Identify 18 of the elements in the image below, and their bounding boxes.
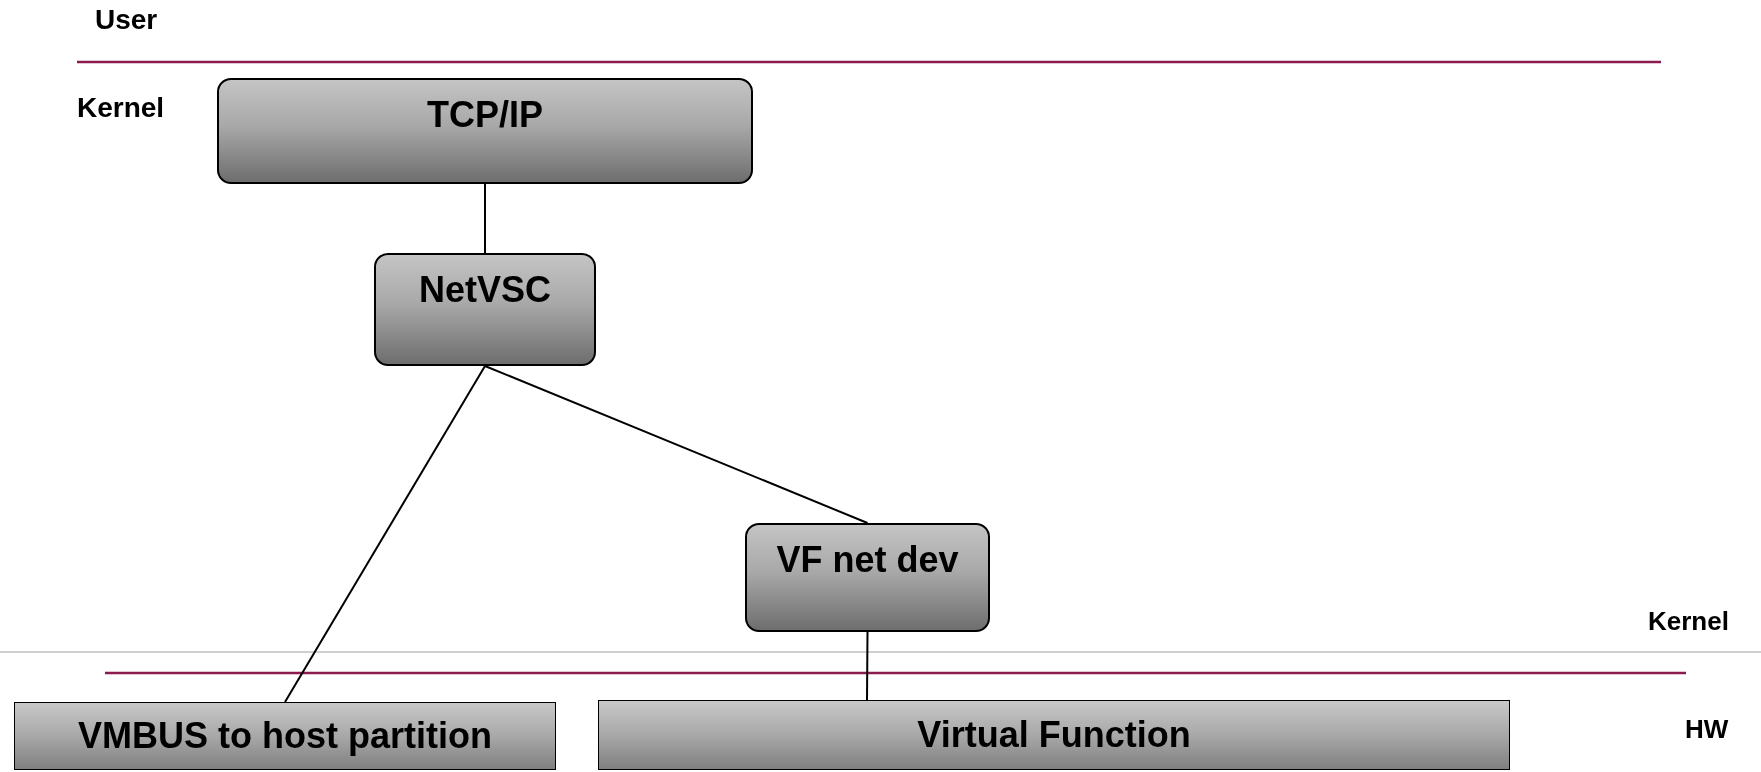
layer-label: HW bbox=[1685, 714, 1729, 745]
process-box bbox=[14, 702, 556, 770]
box-label: VMBUS to host partition bbox=[78, 715, 492, 757]
layer-label: Kernel bbox=[1648, 606, 1729, 637]
process-box bbox=[374, 253, 596, 366]
connector-line bbox=[484, 365, 869, 524]
connector-line bbox=[484, 183, 486, 254]
box-label: NetVSC bbox=[419, 269, 551, 311]
layer-label: User bbox=[95, 4, 158, 36]
box-label: TCP/IP bbox=[427, 94, 543, 136]
layer-label: Kernel bbox=[77, 92, 165, 124]
box-label: VF net dev bbox=[776, 539, 959, 581]
box-label: Virtual Function bbox=[917, 714, 1191, 756]
process-box bbox=[217, 78, 753, 184]
process-box bbox=[598, 700, 1510, 770]
process-box bbox=[745, 523, 990, 632]
connector-line bbox=[284, 365, 486, 703]
connector-line bbox=[866, 631, 869, 701]
